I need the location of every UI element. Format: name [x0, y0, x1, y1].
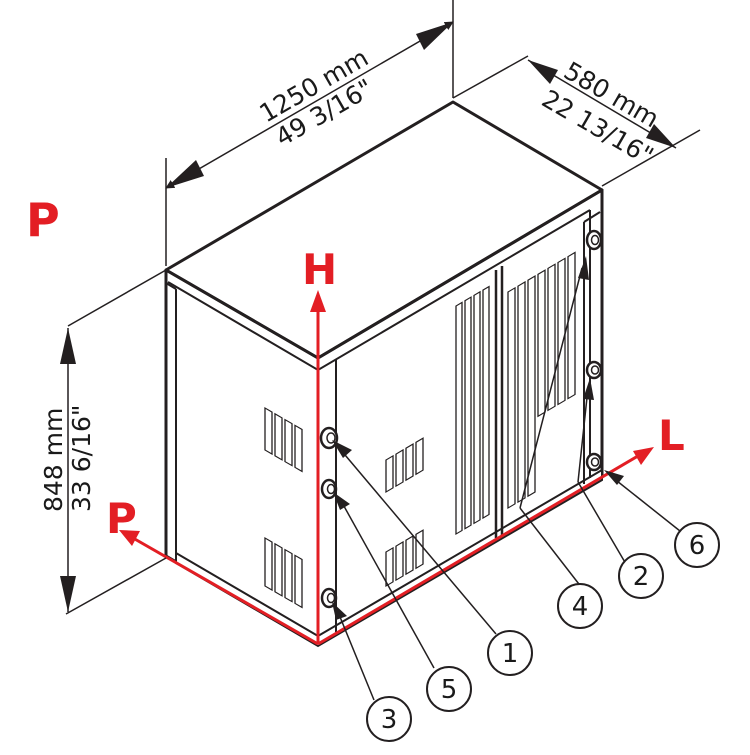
axis-arrows	[119, 290, 654, 646]
fitting-4	[585, 229, 603, 251]
depth-dimension	[452, 55, 701, 187]
callout-1-number: 1	[502, 639, 519, 669]
callout-3-number: 3	[381, 705, 398, 735]
width-dimension	[165, 0, 454, 266]
callout-5: 5	[426, 666, 472, 712]
axis-l-arrowhead	[633, 447, 654, 465]
fitting-5	[320, 478, 338, 500]
callout-2-number: 2	[633, 562, 650, 592]
grille-front-small-upper	[385, 437, 424, 494]
grille-left-lower	[264, 536, 303, 609]
axis-l-line	[317, 454, 639, 646]
fitting-1	[319, 426, 339, 450]
callout-6: 6	[674, 522, 720, 568]
axis-label-h: H	[302, 245, 337, 294]
axis-label-l: L	[658, 411, 685, 460]
callout-6-number: 6	[689, 531, 706, 561]
height-dimension	[60, 269, 167, 615]
axis-label-left-p: P	[106, 494, 137, 543]
fitting-2	[585, 360, 603, 380]
callout-1: 1	[487, 630, 533, 676]
axis-h-arrowhead	[310, 290, 326, 312]
callout-3: 3	[366, 696, 412, 742]
grille-left-upper	[264, 406, 303, 473]
callout-4-number: 4	[572, 592, 589, 622]
grille-door-right	[507, 251, 576, 510]
callout-5-number: 5	[441, 675, 458, 705]
axis-p-line	[132, 536, 319, 646]
machine-body	[164, 100, 604, 648]
grille-front-tall	[455, 285, 490, 536]
fitting-6	[585, 452, 603, 472]
axis-label-top-p: P	[26, 193, 60, 247]
callout-2: 2	[618, 553, 664, 599]
callout-4: 4	[557, 583, 603, 629]
grille-front-small-lower	[385, 529, 424, 588]
height-in-label: 33 6/16"	[67, 405, 96, 512]
height-mm-label: 848 mm	[39, 408, 68, 512]
leader-lines	[332, 256, 681, 701]
axis-p-arrowhead	[119, 530, 140, 546]
